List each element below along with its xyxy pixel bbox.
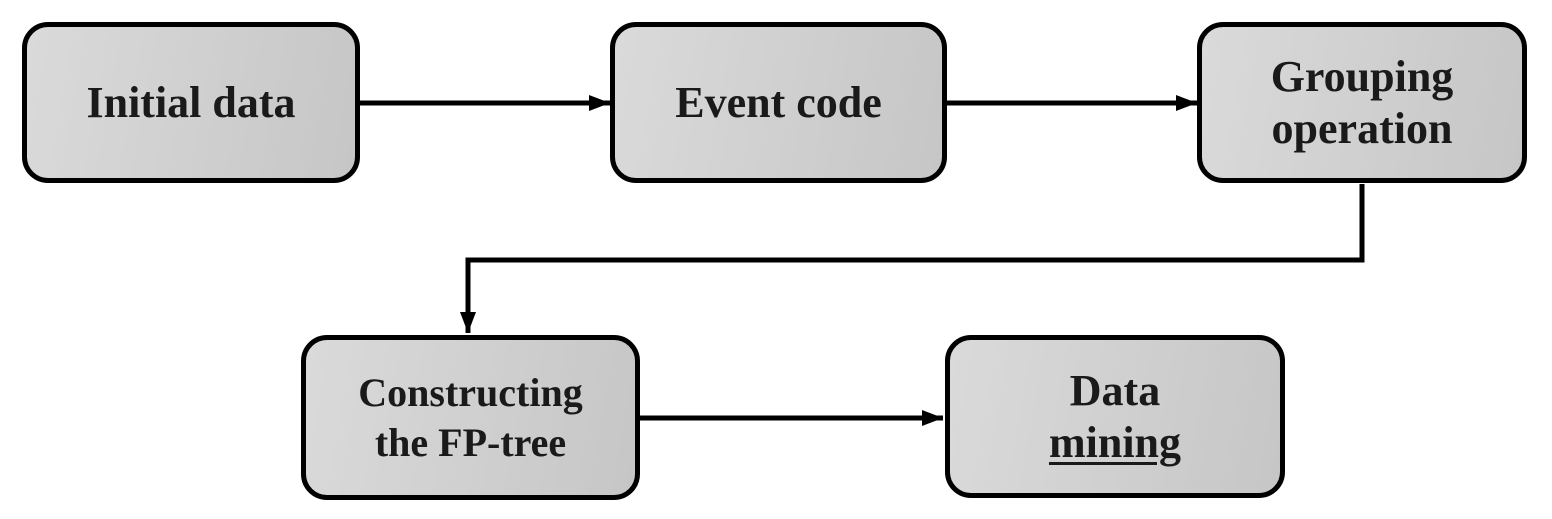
node-data-mining: Data mining xyxy=(945,335,1285,498)
node-label: Event code xyxy=(675,77,882,127)
node-label: operation xyxy=(1271,103,1453,153)
node-label: Constructing xyxy=(358,369,583,415)
node-grouping-operation: Grouping operation xyxy=(1197,22,1527,183)
edge-grouping-operation-to-constructing-fp-tree xyxy=(460,184,1365,333)
node-label: Initial data xyxy=(86,77,296,127)
node-label: the FP-tree xyxy=(374,419,567,465)
node-initial-data: Initial data xyxy=(22,22,360,183)
node-constructing-fp-tree: Constructing the FP-tree xyxy=(301,335,640,500)
node-label: Data xyxy=(1069,366,1161,416)
node-label: Grouping xyxy=(1270,52,1454,102)
node-event-code: Event code xyxy=(610,22,947,183)
node-label: mining xyxy=(1048,417,1182,467)
